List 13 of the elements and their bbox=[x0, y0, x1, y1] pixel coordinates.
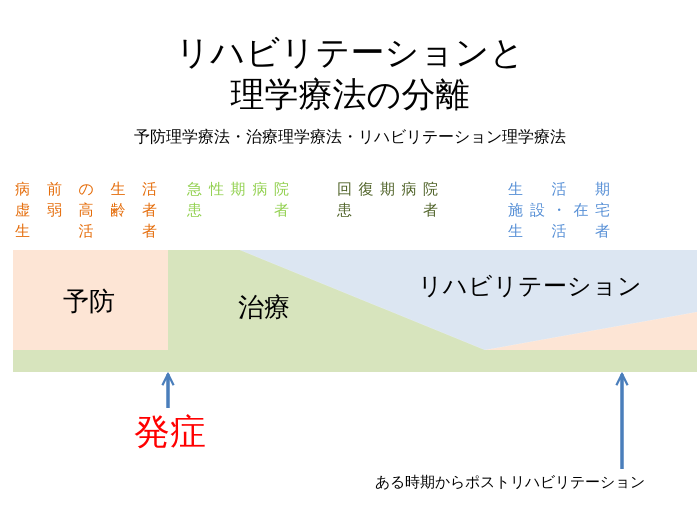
column-heading: 生活期施設・在宅生活者 bbox=[508, 179, 610, 242]
prevention-band: 予防 bbox=[13, 250, 168, 350]
arrow bbox=[615, 372, 629, 469]
arrow bbox=[161, 372, 175, 408]
column-heading: 病前の生活虚弱高齢者生活者 bbox=[15, 179, 157, 242]
onset-label: 発症 bbox=[125, 410, 215, 456]
column-heading: 急性期病院患者 bbox=[187, 179, 289, 221]
timeline-bar bbox=[13, 350, 697, 372]
note-text: ある時期からポストリハビリテーション bbox=[350, 471, 670, 493]
column-heading: 回復期病院患者 bbox=[337, 179, 438, 221]
triangle-wedge bbox=[485, 312, 697, 350]
subtitle: 予防理学療法・治療理学療法・リハビリテーション理学療法 bbox=[133, 126, 567, 148]
title: リハビリテーションと理学療法の分離 bbox=[174, 32, 526, 116]
